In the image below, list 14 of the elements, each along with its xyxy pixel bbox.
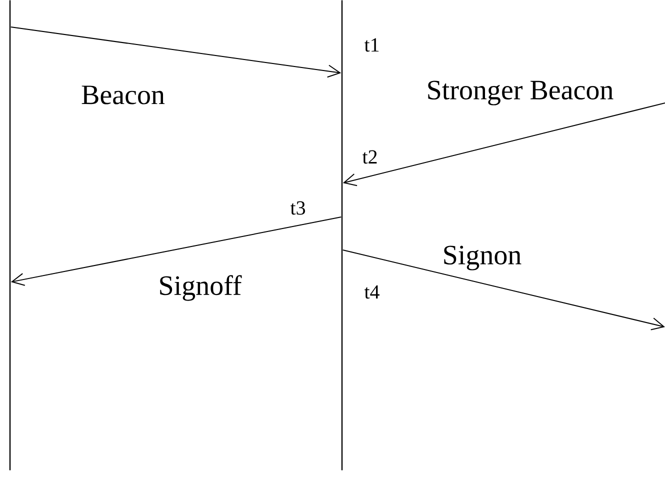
arrow — [342, 250, 665, 330]
arrow — [342, 102, 665, 186]
lifeline — [341, 0, 343, 470]
arrow — [10, 216, 342, 286]
edge-label: Signoff — [160, 275, 242, 301]
edge-label: Signon — [444, 246, 522, 270]
time-label: t1 — [364, 38, 379, 52]
lifeline — [9, 0, 11, 470]
edge-label: Beacon — [82, 86, 165, 104]
time-label: t4 — [364, 285, 380, 299]
time-label: t2 — [362, 150, 377, 164]
edge-label: Stronger Beacon — [428, 80, 614, 106]
time-label: t3 — [290, 201, 305, 215]
arrow — [10, 26, 342, 78]
